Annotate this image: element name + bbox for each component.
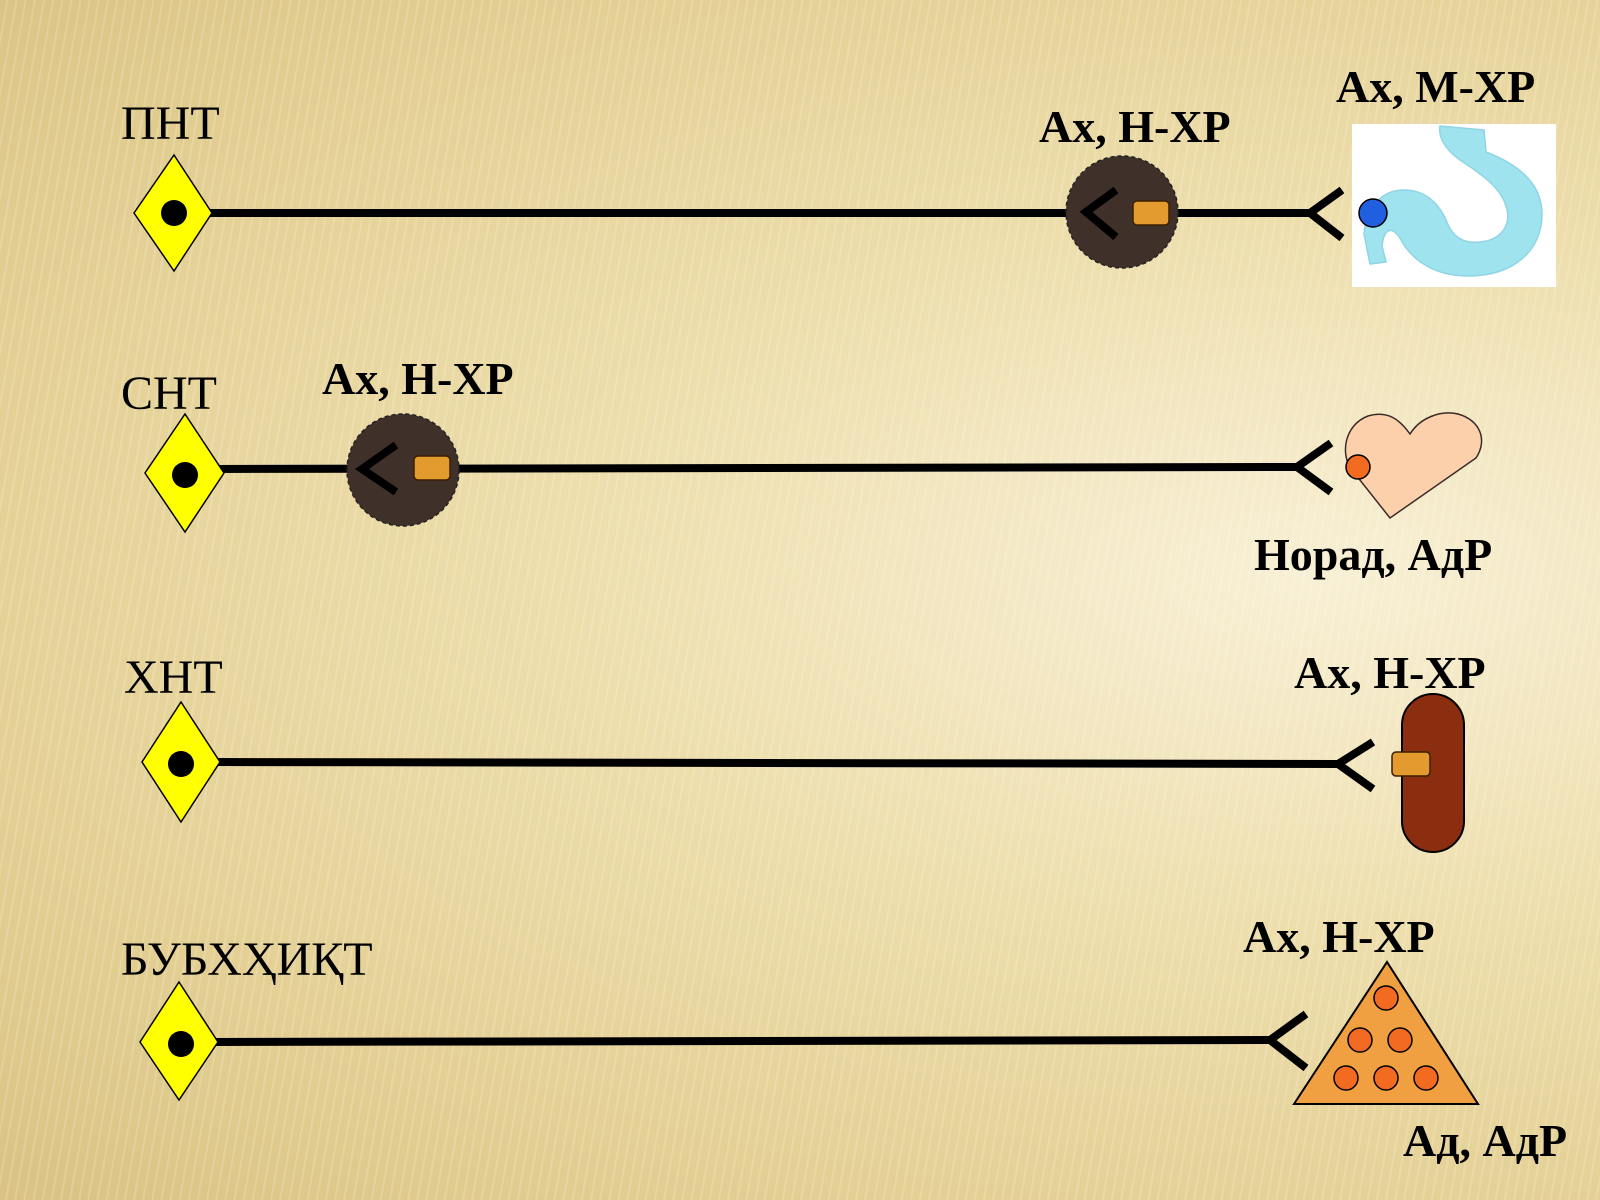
- neuron-nucleus: [172, 462, 198, 488]
- receptor: [1132, 200, 1170, 226]
- pathway-bubhhikt: [139, 960, 1480, 1105]
- synapse-terminal: [1290, 439, 1334, 496]
- axon-line: [211, 758, 1341, 768]
- pathway-pnt: [133, 124, 1556, 287]
- pathway-name-bubhhikt: БУБХҲИҚТ: [121, 933, 373, 986]
- synapse-terminal: [1079, 186, 1119, 241]
- synapse-terminal: [1303, 186, 1345, 242]
- effector-mediator-label: Ах, Н-ХР: [1294, 647, 1486, 698]
- receptor: [1358, 198, 1388, 228]
- chromaffin-cell: [1413, 1065, 1439, 1091]
- effector-output-label: Ад, АдР: [1403, 1115, 1568, 1166]
- effector-mediator-label: Ах, Н-ХР: [1243, 911, 1435, 962]
- chromaffin-cell: [1373, 985, 1399, 1011]
- pathway-name-snt: СНТ: [121, 367, 217, 420]
- receptor: [413, 455, 451, 481]
- heart-organ: [1344, 412, 1483, 520]
- neuron-nucleus: [168, 1031, 194, 1057]
- synapse-terminal: [354, 441, 399, 496]
- synapse-terminal: [1330, 738, 1376, 793]
- effector-mediator-label: Норад, АдР: [1254, 529, 1493, 580]
- chromaffin-cell: [1387, 1027, 1413, 1053]
- pathway-name-hnt: ХНТ: [124, 651, 223, 704]
- receptor: [1391, 751, 1431, 777]
- axon-line: [211, 1036, 1276, 1046]
- pathway-snt: [144, 412, 1483, 534]
- ganglion: [1065, 155, 1179, 269]
- neuron-nucleus: [168, 751, 194, 777]
- pathway-name-pnt: ПНТ: [121, 97, 220, 150]
- chromaffin-cell: [1347, 1027, 1373, 1053]
- receptor: [1345, 454, 1371, 480]
- pathway-hnt: [141, 693, 1465, 853]
- ganglion: [346, 413, 460, 527]
- neuron-nucleus: [161, 200, 187, 226]
- effector-mediator-label: Ах, М-ХР: [1336, 61, 1536, 112]
- chromaffin-cell: [1333, 1065, 1359, 1091]
- ganglion-mediator-label: Ах, Н-ХР: [1039, 101, 1231, 152]
- ganglion-mediator-label: Ах, Н-ХР: [322, 353, 514, 404]
- synapse-terminal: [1263, 1010, 1309, 1072]
- chromaffin-cell: [1373, 1065, 1399, 1091]
